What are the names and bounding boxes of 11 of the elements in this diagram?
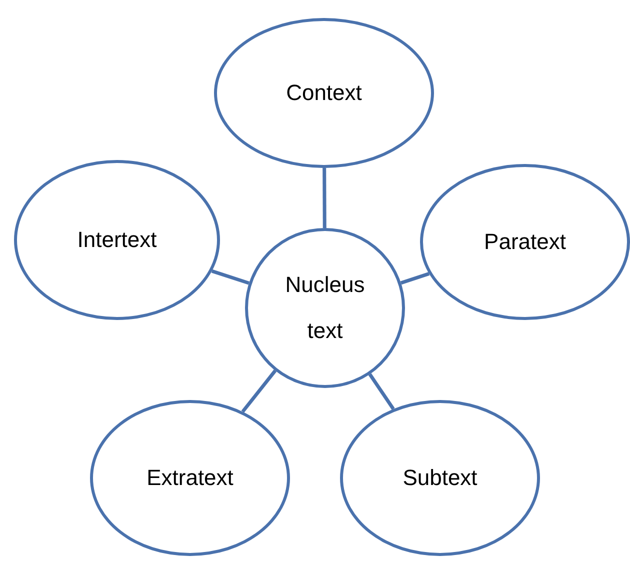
connector-line (241, 370, 277, 413)
node-label: Subtext (402, 465, 478, 491)
connector-line (368, 373, 395, 410)
node-label: Paratext (484, 229, 566, 255)
node-label: Extratext (146, 465, 234, 491)
connector-line (400, 272, 430, 285)
connector-line (322, 168, 326, 228)
connector-line (211, 269, 250, 285)
node-label: Context (286, 80, 362, 106)
node-label: Nucleus text (284, 271, 366, 345)
node-label: Intertext (77, 227, 157, 253)
